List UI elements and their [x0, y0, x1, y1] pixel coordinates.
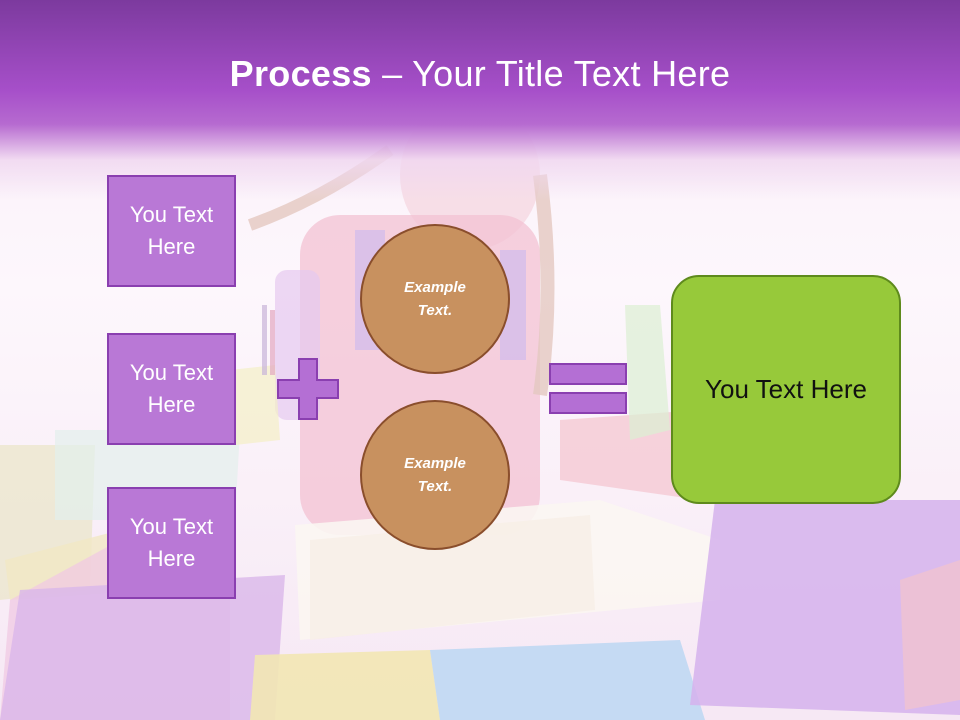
- plus-icon: [277, 358, 339, 420]
- equals-icon-bottom-bar: [549, 392, 627, 414]
- equals-icon-top-bar: [549, 363, 627, 385]
- text-box-2: You Text Here: [107, 333, 236, 445]
- text-box-label: You Text Here: [129, 514, 214, 571]
- title-band: [0, 0, 960, 200]
- text-box-label: You Text Here: [129, 360, 214, 417]
- result-label: You Text Here: [705, 374, 867, 404]
- text-box-1: You Text Here: [107, 175, 236, 287]
- title-bold: Process: [229, 53, 372, 94]
- circle-label: Example Text.: [404, 279, 466, 319]
- example-circle-1: Example Text.: [360, 224, 510, 374]
- example-circle-2: Example Text.: [360, 400, 510, 550]
- result-box: You Text Here: [671, 275, 901, 504]
- text-box-label: You Text Here: [129, 202, 214, 259]
- title-rest: – Your Title Text Here: [371, 53, 731, 94]
- text-box-3: You Text Here: [107, 487, 236, 599]
- slide-title: Process – Your Title Text Here: [0, 52, 960, 96]
- circle-label: Example Text.: [404, 455, 466, 495]
